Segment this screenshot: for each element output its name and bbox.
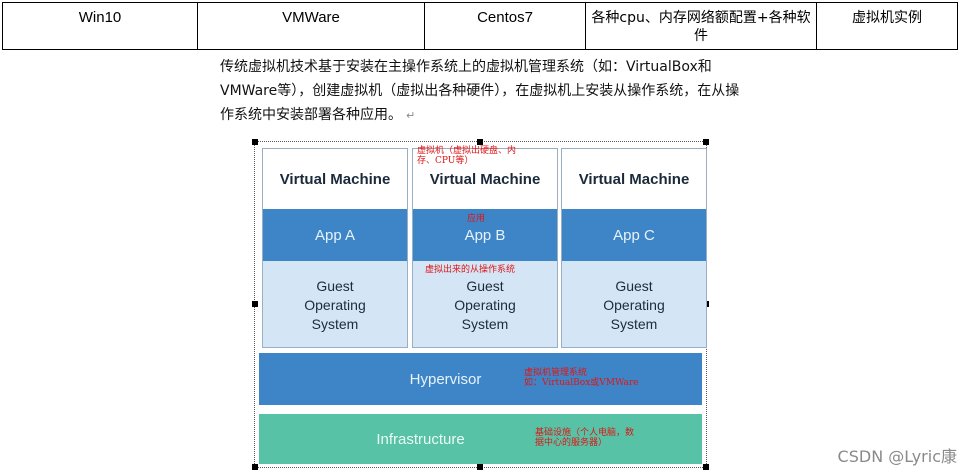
annotation-vm-line2: 存、CPU等） <box>417 156 474 166</box>
resize-handle-top-right[interactable] <box>703 139 709 145</box>
resize-handle-bottom-right[interactable] <box>703 464 709 470</box>
table-cell-host-os: Win10 <box>2 2 198 50</box>
description-paragraph: 传统虚拟机技术基于安装在主操作系统上的虚拟机管理系统（如：VirtualBox和… <box>220 55 750 128</box>
annotation-vm: 虚拟机（虚拟出硬盘、内 存、CPU等） <box>417 146 516 166</box>
guest-os: Guest Operating System <box>413 261 557 347</box>
app-b: App B <box>413 209 557 261</box>
resize-handle-top-center[interactable] <box>477 139 483 145</box>
table-row: Win10 VMWare Centos7 各种cpu、内存网络额配置+各种软件 … <box>2 2 958 50</box>
annotation-infrastructure-line1: 基础设施（个人电脑，数 <box>535 428 635 438</box>
annotation-app: 应用 <box>467 214 486 224</box>
table-cell-config: 各种cpu、内存网络额配置+各种软件 <box>585 2 817 50</box>
annotation-hypervisor: 虚拟机管理系统 如：VirtualBox或VMWare <box>524 368 638 388</box>
annotation-hypervisor-line2: 如：VirtualBox或VMWare <box>524 378 639 388</box>
table-cell-guest-os: Centos7 <box>424 2 586 50</box>
hypervisor-label: Hypervisor <box>409 370 482 388</box>
resize-handle-bottom-center[interactable] <box>477 464 483 470</box>
vm-title: Virtual Machine <box>578 170 690 188</box>
resize-handle-middle-left[interactable] <box>252 301 258 307</box>
app-c: App C <box>562 209 706 261</box>
guest-os-label: Guest Operating System <box>304 277 366 332</box>
infrastructure-label: Infrastructure <box>376 430 465 448</box>
environment-table: Win10 VMWare Centos7 各种cpu、内存网络额配置+各种软件 … <box>2 2 958 50</box>
guest-os: Guest Operating System <box>263 261 407 347</box>
annotation-infrastructure-line2: 据中心的服务器） <box>535 438 608 448</box>
virtual-machine-b: Virtual Machine App B Guest Operating Sy… <box>412 148 558 348</box>
description-text: 传统虚拟机技术基于安装在主操作系统上的虚拟机管理系统（如：VirtualBox和… <box>220 59 740 123</box>
vm-title: Virtual Machine <box>279 170 391 188</box>
infrastructure-layer: Infrastructure <box>259 414 702 464</box>
virtual-machine-a: Virtual Machine App A Guest Operating Sy… <box>262 148 408 348</box>
csdn-watermark: CSDN @Lyric康 <box>837 447 957 466</box>
resize-handle-top-left[interactable] <box>252 139 258 145</box>
return-mark-icon: ↵ <box>406 109 416 122</box>
table-cell-hypervisor: VMWare <box>197 2 425 50</box>
hypervisor-layer: Hypervisor <box>259 353 702 405</box>
vm-architecture-diagram[interactable]: Virtual Machine App A Guest Operating Sy… <box>252 139 709 470</box>
table-cell-vm-instance: 虚拟机实例 <box>816 2 958 50</box>
annotation-infrastructure: 基础设施（个人电脑，数 据中心的服务器） <box>535 428 634 448</box>
annotation-vm-line1: 虚拟机（虚拟出硬盘、内 <box>417 146 517 156</box>
resize-handle-bottom-left[interactable] <box>252 464 258 470</box>
annotation-hypervisor-line1: 虚拟机管理系统 <box>524 368 588 378</box>
app-a: App A <box>263 209 407 261</box>
guest-os-label: Guest Operating System <box>603 277 665 332</box>
guest-os-label: Guest Operating System <box>454 277 516 332</box>
vm-title: Virtual Machine <box>429 170 541 188</box>
guest-os: Guest Operating System <box>562 261 706 347</box>
annotation-guest-os: 虚拟出来的从操作系统 <box>425 265 516 275</box>
virtual-machine-c: Virtual Machine App C Guest Operating Sy… <box>561 148 707 348</box>
